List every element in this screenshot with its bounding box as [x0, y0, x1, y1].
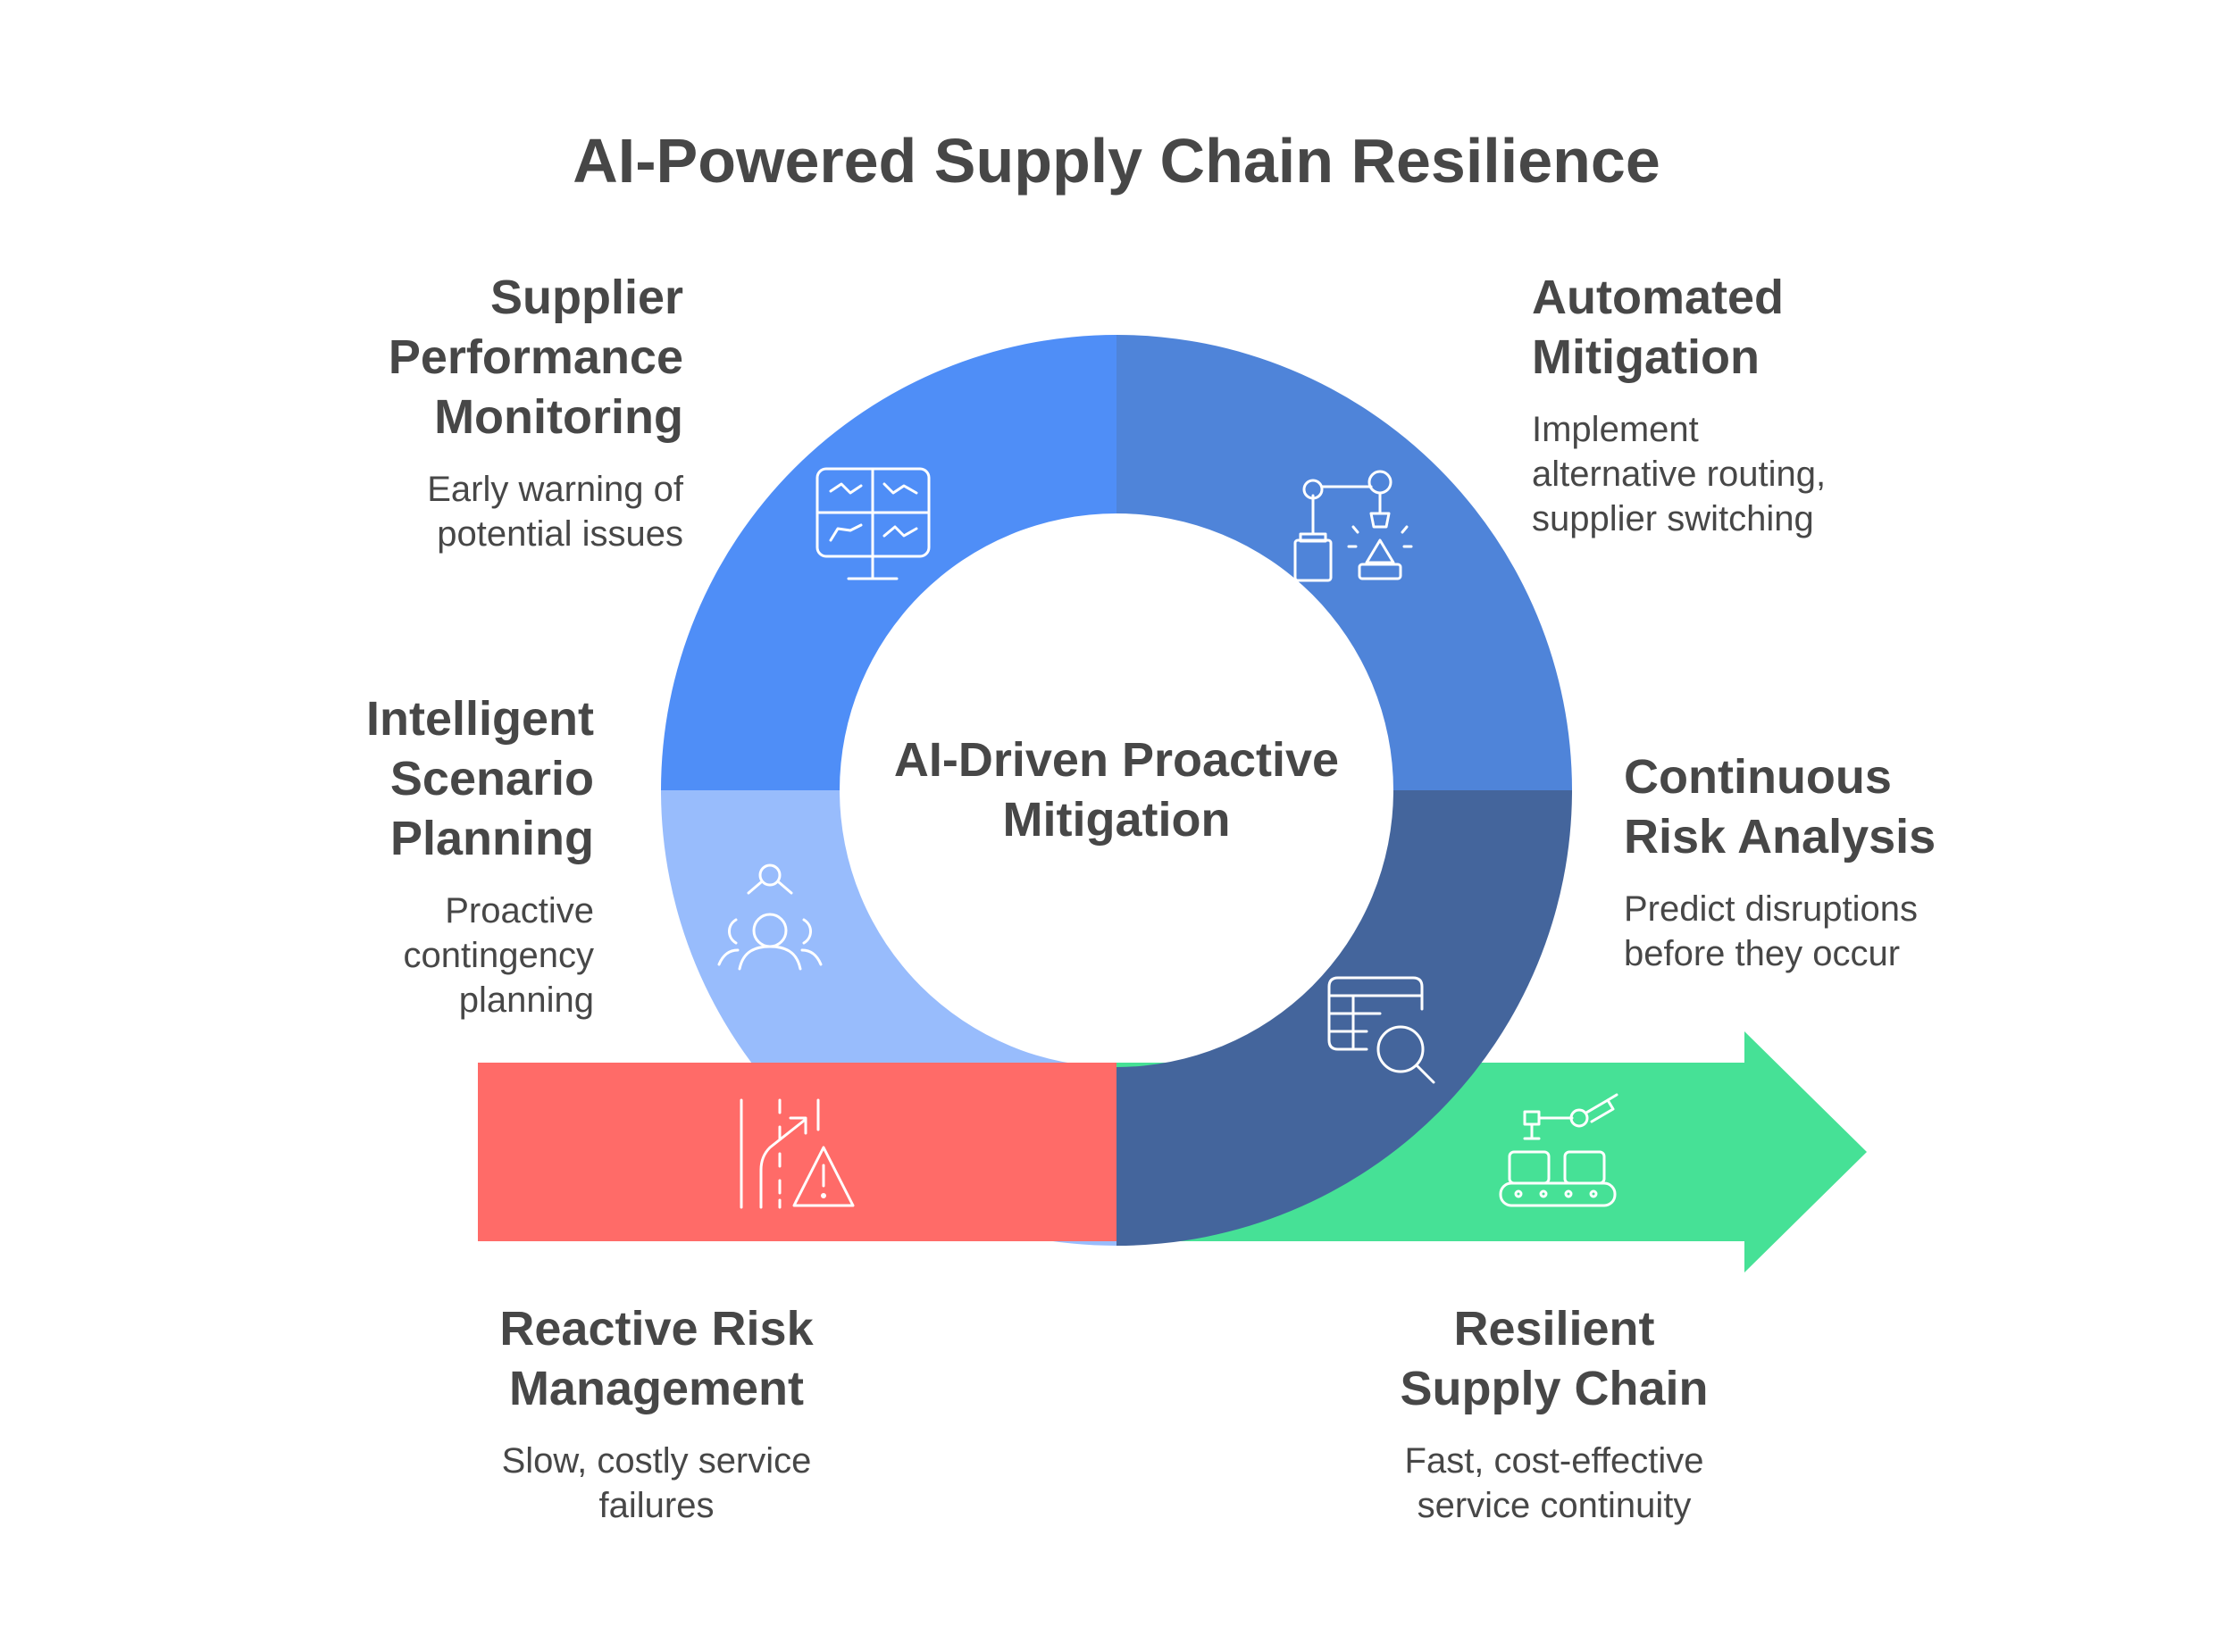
description-line: contingency	[403, 936, 594, 975]
supplier-monitoring-heading: Supplier Performance Monitoring	[179, 268, 683, 447]
robotic-arm-icon	[1293, 470, 1413, 582]
center-label-line: AI-Driven Proactive	[893, 733, 1340, 787]
description-line: Fast, cost-effective	[1404, 1441, 1704, 1481]
heading-line: Resilient	[1453, 1302, 1655, 1356]
heading-line: Mitigation	[1532, 330, 1760, 384]
ring-segment-supplier-monitoring	[661, 335, 1116, 790]
heading-line: Scenario	[389, 752, 594, 805]
automated-mitigation-block: Automated Mitigation Implement alternati…	[1532, 268, 2068, 541]
diagram-title: AI-Powered Supply Chain Resilience	[573, 126, 1660, 196]
description-line: Predict disruptions	[1624, 889, 1919, 929]
heading-line: Monitoring	[434, 390, 683, 444]
conveyor-robot-icon	[1499, 1093, 1618, 1207]
heading-line: Supply Chain	[1400, 1362, 1709, 1415]
resilient-heading: Resilient Supply Chain	[1286, 1299, 1822, 1419]
description-line: supplier switching	[1532, 499, 1814, 538]
description-line: potential issues	[437, 514, 683, 554]
scenario-planning-block: Intelligent Scenario Planning Proactive …	[179, 689, 594, 1022]
heading-line: Reactive Risk	[499, 1302, 814, 1356]
risk-analysis-block: Continuous Risk Analysis Predict disrupt…	[1624, 747, 2195, 976]
reactive-description: Slow, costly service failures	[389, 1439, 924, 1528]
data-search-icon	[1327, 976, 1435, 1084]
description-line: Slow, costly service	[501, 1441, 812, 1481]
description-line: failures	[598, 1486, 715, 1525]
heading-line: Continuous	[1624, 750, 1892, 804]
people-network-icon	[717, 864, 823, 971]
heading-line: Intelligent	[366, 692, 594, 746]
road-warning-icon	[740, 1098, 855, 1209]
resilient-description: Fast, cost-effective service continuity	[1286, 1439, 1822, 1528]
dashboard-monitor-icon	[815, 467, 931, 580]
automated-mitigation-description: Implement alternative routing, supplier …	[1532, 407, 2068, 541]
supplier-monitoring-block: Supplier Performance Monitoring Early wa…	[179, 268, 683, 556]
heading-line: Supplier	[489, 271, 683, 324]
description-line: alternative routing,	[1532, 455, 1827, 494]
ring-segment-risk-analysis	[1116, 790, 1572, 1246]
automated-mitigation-heading: Automated Mitigation	[1532, 268, 2068, 388]
heading-line: Planning	[390, 812, 594, 865]
reactive-bar	[478, 1063, 1116, 1241]
supplier-monitoring-description: Early warning of potential issues	[179, 467, 683, 556]
resilient-block: Resilient Supply Chain Fast, cost-effect…	[1286, 1299, 1822, 1528]
heading-line: Management	[508, 1362, 805, 1415]
risk-analysis-description: Predict disruptions before they occur	[1624, 887, 2195, 976]
center-label: AI-Driven Proactive Mitigation	[840, 730, 1393, 850]
description-line: planning	[458, 980, 594, 1020]
description-line: Early warning of	[427, 470, 683, 509]
scenario-planning-description: Proactive contingency planning	[179, 889, 594, 1022]
risk-analysis-heading: Continuous Risk Analysis	[1624, 747, 2195, 867]
description-line: Implement	[1532, 410, 1699, 449]
heading-line: Risk Analysis	[1624, 810, 1936, 864]
reactive-block: Reactive Risk Management Slow, costly se…	[389, 1299, 924, 1528]
description-line: service continuity	[1417, 1486, 1692, 1525]
scenario-planning-heading: Intelligent Scenario Planning	[179, 689, 594, 869]
ring-segment-automated-mitigation	[1116, 335, 1572, 790]
heading-line: Performance	[388, 330, 683, 384]
reactive-heading: Reactive Risk Management	[389, 1299, 924, 1419]
description-line: Proactive	[445, 891, 594, 930]
center-label-line: Mitigation	[1002, 793, 1231, 847]
description-line: before they occur	[1624, 934, 1901, 973]
heading-line: Automated	[1532, 271, 1784, 324]
